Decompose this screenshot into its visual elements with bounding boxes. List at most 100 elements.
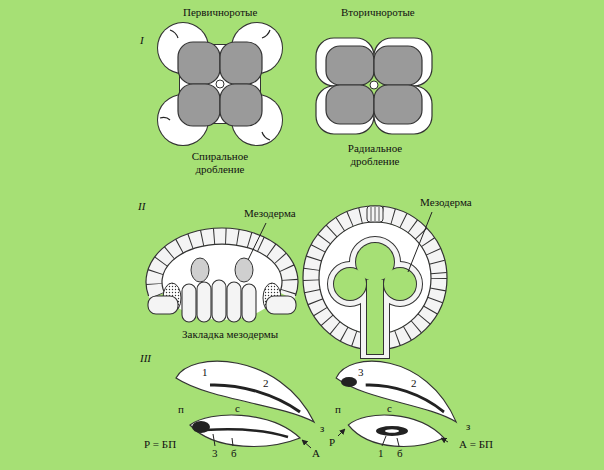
label-text: б xyxy=(397,447,403,459)
protostome-gastrula-part-part xyxy=(197,282,211,322)
label-text: Радиальное дробление xyxy=(348,142,402,167)
callout-letter: з xyxy=(320,422,324,435)
spiral-cleavage-embryo-part xyxy=(178,42,262,126)
label-text: Первичноротые xyxy=(183,6,257,18)
protostome-gastrula-part-part xyxy=(212,280,226,322)
figure-caption: Спиральное дробление xyxy=(180,150,260,175)
label-text: с xyxy=(235,402,240,414)
callout-number: 2 xyxy=(263,377,269,390)
spiral-cleavage-embryo-part xyxy=(158,23,282,145)
radial-cleavage-embryo xyxy=(316,38,432,134)
deuterostome-section-part xyxy=(376,426,408,436)
callout-letter: п xyxy=(335,403,341,416)
radial-cleavage-embryo-part xyxy=(326,46,422,124)
label-text: 3 xyxy=(212,447,218,459)
spiral-cleavage-embryo-part-part xyxy=(220,42,262,84)
spiral-cleavage-embryo-part xyxy=(160,30,270,140)
spiral-cleavage-embryo-part-part xyxy=(262,30,270,38)
part-label: Мезодерма xyxy=(420,196,472,209)
radial-cleavage-embryo-part-part xyxy=(316,38,374,86)
part-label: Мезодерма xyxy=(244,207,296,220)
label-text: Мезодерма xyxy=(244,207,296,219)
section-numeral: III xyxy=(140,352,151,365)
label-text: I xyxy=(140,34,144,46)
deuterostome-section-part xyxy=(341,377,357,387)
label-text: Мезодерма xyxy=(420,196,472,208)
protostome-gastrula-part-part xyxy=(235,258,253,282)
deuterostome-gastrula-part-part xyxy=(367,280,383,354)
deuterostome-gastrula xyxy=(303,206,447,354)
deuterostome-section-part xyxy=(397,438,399,446)
group-title: Первичноротые xyxy=(183,6,257,19)
protostome-section-part xyxy=(192,421,210,433)
spiral-cleavage-embryo-part xyxy=(216,80,224,88)
callout-letter: Р xyxy=(329,436,335,449)
radial-cleavage-embryo-part-part xyxy=(326,85,374,124)
spiral-cleavage-embryo-part-part xyxy=(178,42,220,84)
radial-cleavage-embryo-part-part xyxy=(374,46,422,85)
deuterostome-section-part-part xyxy=(336,361,456,422)
group-title: Вторичноротые xyxy=(341,6,415,19)
protostome-gastrula-part-part xyxy=(227,282,241,322)
radial-cleavage-embryo-part xyxy=(316,38,432,134)
protostome-gastrula-part xyxy=(191,258,253,282)
radial-cleavage-embryo-part-part xyxy=(374,85,422,124)
callout-letter: б xyxy=(397,447,403,460)
label-text: Р = БП xyxy=(144,438,176,450)
label-text: 3 xyxy=(358,366,364,378)
spiral-cleavage-embryo-part-part xyxy=(170,30,178,38)
spiral-cleavage-embryo-part-part xyxy=(220,84,262,126)
label-text: III xyxy=(140,352,151,364)
spiral-cleavage-embryo-part-part xyxy=(178,84,220,126)
deuterostome-section-part xyxy=(338,429,345,436)
deuterostome-gastrula-part-part xyxy=(371,207,372,221)
label-text: Закладка мезодермы xyxy=(182,328,278,340)
spiral-cleavage-embryo-part-part xyxy=(262,132,270,140)
label-text: з xyxy=(466,420,470,432)
section-numeral: II xyxy=(138,200,145,213)
radial-cleavage-embryo-part-part xyxy=(374,86,432,134)
spiral-cleavage-embryo xyxy=(158,23,282,145)
protostome-gastrula-part-part xyxy=(242,284,256,322)
protostome-gastrula-part-part xyxy=(148,296,178,314)
deuterostome-gastrula-part xyxy=(334,243,416,354)
deuterostome-gastrula-part-part xyxy=(384,268,416,300)
protostome-gastrula-part-part xyxy=(182,284,196,322)
label-text: 1 xyxy=(378,447,384,459)
deuterostome-section-part-part xyxy=(348,415,444,446)
deuterostome-section-part xyxy=(336,361,456,446)
deuterostome-gastrula-part-part xyxy=(384,268,416,300)
label-text: Р xyxy=(329,436,335,448)
label-text: п xyxy=(178,403,184,415)
label-text: 2 xyxy=(411,377,417,389)
label-text: б xyxy=(231,447,237,459)
deuterostome-section-part xyxy=(385,429,399,433)
protostome-section-part xyxy=(302,440,311,448)
protostome-section-part xyxy=(232,438,233,446)
deuterostome-gastrula-part xyxy=(371,207,379,221)
section-numeral: I xyxy=(140,34,144,47)
deuterostome-gastrula-part-part xyxy=(384,268,416,300)
callout-letter: с xyxy=(387,402,392,415)
protostome-section-part xyxy=(210,385,300,412)
protostome-gastrula-part xyxy=(248,223,266,260)
callout-letter: А xyxy=(312,447,320,460)
callout-number: 3 xyxy=(212,447,218,460)
protostome-gastrula xyxy=(146,223,298,322)
callout-letter: с xyxy=(235,402,240,415)
callout-number: 1 xyxy=(378,447,384,460)
label-text: Вторичноротые xyxy=(341,6,415,18)
figure-caption: Радиальное дробление xyxy=(335,142,415,167)
radial-cleavage-embryo-part-part xyxy=(326,46,374,85)
deuterostome-section-part xyxy=(441,438,448,442)
callout-letter: б xyxy=(231,447,237,460)
deuterostome-gastrula-part xyxy=(334,243,416,354)
callout-letter: п xyxy=(178,403,184,416)
protostome-section-part xyxy=(213,434,215,446)
deuterostome-gastrula-part-part xyxy=(367,280,383,354)
label-text: II xyxy=(138,200,145,212)
label-text: А = БП xyxy=(459,438,493,450)
label-text: 2 xyxy=(263,377,269,389)
deuterostome-gastrula-part-part xyxy=(375,207,376,221)
